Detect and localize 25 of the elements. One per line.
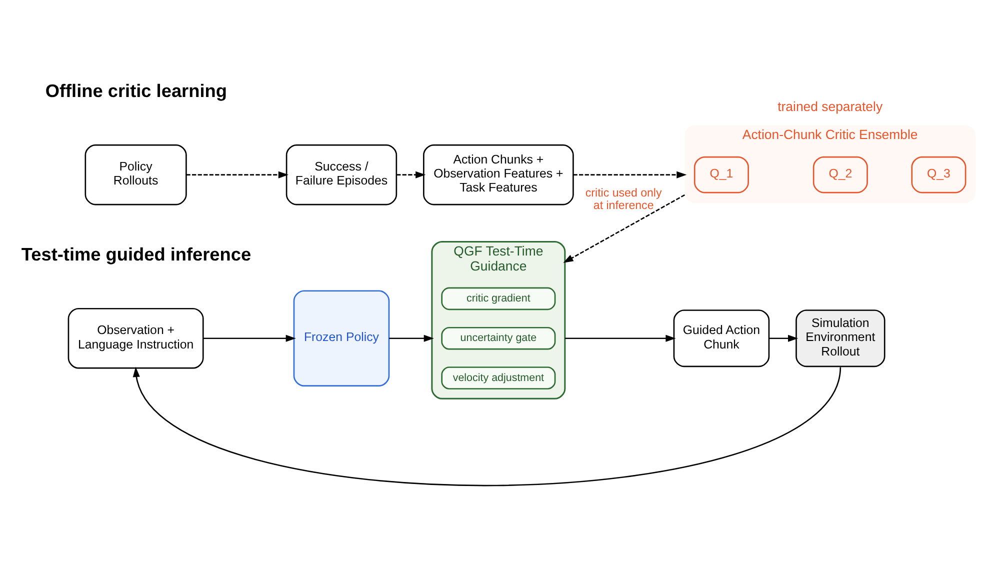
node-box: Action Chunks + Observation Features + Task Features	[422, 144, 574, 206]
arrow	[396, 171, 426, 178]
node-box: Frozen Policy	[292, 290, 390, 386]
node-box: Q_3	[910, 156, 966, 194]
arrow	[388, 334, 434, 342]
node-box: uncertainty gate	[440, 326, 556, 350]
node-box: Q_2	[812, 156, 868, 194]
arrow	[562, 194, 685, 263]
arrow	[564, 334, 676, 342]
node-box: Simulation Environment Rollout	[795, 310, 885, 368]
arrow	[202, 334, 296, 342]
node-box: Policy Rollouts	[84, 144, 186, 206]
node-label: trained separately	[777, 99, 882, 114]
node-box: Success / Failure Episodes	[285, 144, 397, 206]
node-box: critic gradient	[440, 287, 556, 310]
node-box: velocity adjustment	[440, 366, 556, 390]
arrow	[572, 171, 686, 178]
label: Test-time guided inference	[20, 244, 251, 264]
arrow	[186, 171, 288, 178]
node-box: Guided Action Chunk	[672, 310, 770, 368]
edge-label: critic used only at inference	[584, 187, 662, 212]
label: Offline critic learning	[44, 80, 226, 101]
node-box: Observation + Language Instruction	[67, 308, 204, 369]
node-box: Q_1	[693, 156, 748, 194]
arrow	[768, 334, 798, 342]
